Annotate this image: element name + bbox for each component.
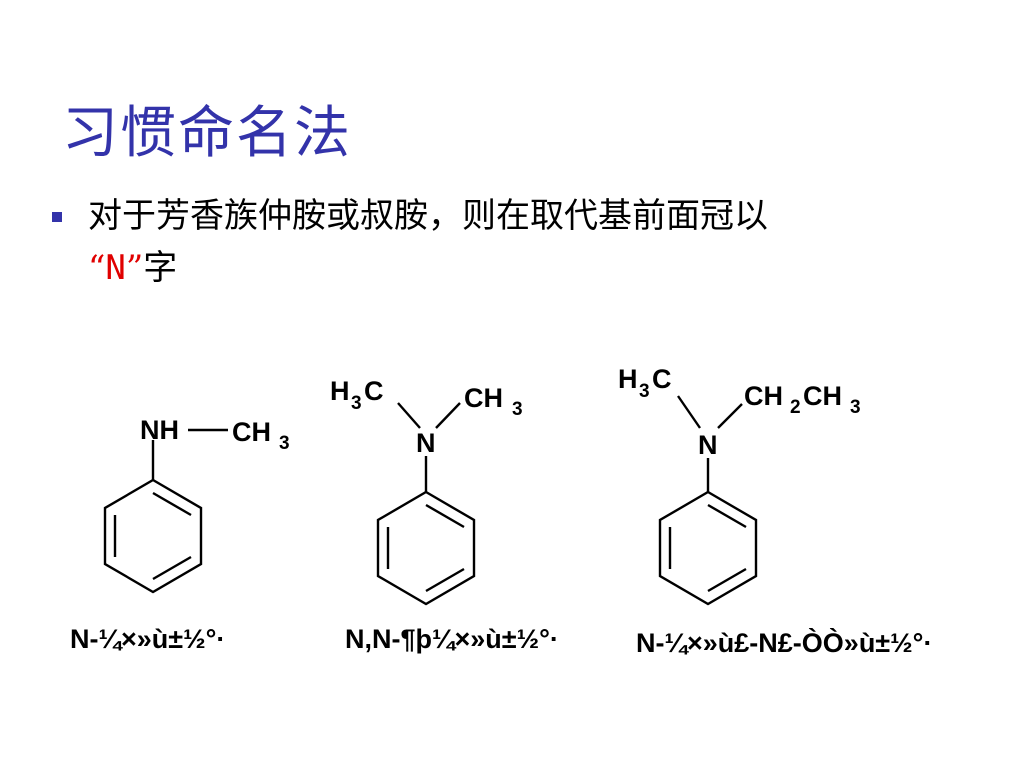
bullet-line-2: “N”字 [88,242,948,294]
benzene-ring-2 [376,490,476,606]
ring-2-double-bond-a [425,503,465,529]
atom-n: N [416,428,436,458]
bullet-suffix: 字 [143,248,178,288]
ring-1-double-bond-a [152,491,192,517]
atom-h3c-sub: 3 [639,381,650,402]
molecule-2 [376,402,476,606]
molecule-1 [103,428,228,594]
ring-1-double-bond-b [152,555,192,581]
slide-title: 习惯命名法 [62,101,352,166]
ring-3-double-bond-b [707,567,747,593]
bond-n-methyl-3 [677,395,701,429]
atom-ch3-main: CH [803,381,842,411]
caption-molecule-3: N-¼×»ù£-N£-ÒÒ»ù±½°· [636,628,933,658]
quote-close: ” [125,248,144,288]
atom-ch2-sub: 2 [790,397,801,418]
atom-ch3-main: CH [464,383,503,413]
atom-h3c-h: H [618,364,638,394]
caption-molecule-2: N,N-¶þ¼×»ù±½°· [345,624,559,654]
atom-n: N [698,430,718,460]
atom-ch2-main: CH [744,381,783,411]
atom-ch3-sub: 3 [512,399,523,420]
benzene-ring-3 [658,490,758,606]
bullet-text: 对于芳香族仲胺或叔胺，则在取代基前面冠以 “N”字 [88,190,948,294]
bullet-square-icon [52,212,62,222]
atom-ch3-sub: 3 [279,433,290,454]
bond-n-methyl-left [397,402,421,429]
atom-ch3-sub: 3 [850,397,861,418]
atom-h3c-c: C [364,376,384,406]
bullet-line-1: 对于芳香族仲胺或叔胺，则在取代基前面冠以 [88,196,768,236]
atom-h3c-sub: 3 [351,393,362,414]
highlight-n: N [105,248,126,288]
molecule-3 [658,395,758,606]
benzene-ring-1 [103,478,203,594]
bond-n-ethyl [717,403,743,429]
quote-open: “ [88,248,106,288]
atom-nh: NH [140,415,179,445]
ring-3-double-bond-a [707,503,747,529]
atom-h3c-h: H [330,376,350,406]
caption-molecule-1: N-¼×»ù±½°· [70,624,226,654]
bond-n-methyl-right [435,402,461,429]
atom-ch3-main: CH [232,417,271,447]
atom-h3c-c: C [652,364,672,394]
ring-2-double-bond-b [425,567,465,593]
